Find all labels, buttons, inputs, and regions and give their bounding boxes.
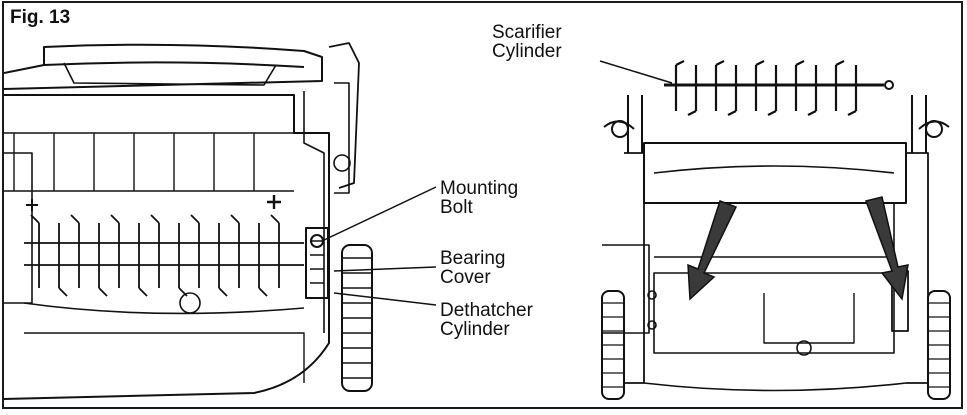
callout-bearing-cover: Bearing Cover [440, 249, 506, 287]
figure-title: Fig. 13 [10, 7, 71, 28]
left-housing-illustration [4, 42, 373, 400]
callout-mounting-bolt-line1: Mounting [440, 178, 519, 199]
callout-dethatcher-line2: Cylinder [440, 319, 510, 340]
callout-scarifier-cylinder: Scarifier Cylinder [492, 23, 562, 61]
callout-mounting-bolt-line2: Bolt [440, 197, 473, 218]
callout-dethatcher-line1: Dethatcher [440, 300, 533, 321]
right-housing-illustration [601, 60, 951, 400]
callout-leaders-left [321, 186, 437, 306]
figure-frame: Fig. 13 [2, 1, 963, 409]
diagram-artwork [4, 42, 951, 400]
callout-mounting-bolt: Mounting Bolt [440, 179, 518, 217]
callout-bearing-cover-line1: Bearing [440, 248, 506, 269]
callout-dethatcher-cylinder: Dethatcher Cylinder [440, 301, 533, 339]
callout-bearing-cover-line2: Cover [440, 267, 491, 288]
callout-scarifier-line1: Scarifier [492, 22, 562, 43]
callout-leader-scarifier [599, 60, 673, 84]
insertion-arrows [687, 196, 909, 301]
callout-scarifier-line2: Cylinder [492, 41, 562, 62]
